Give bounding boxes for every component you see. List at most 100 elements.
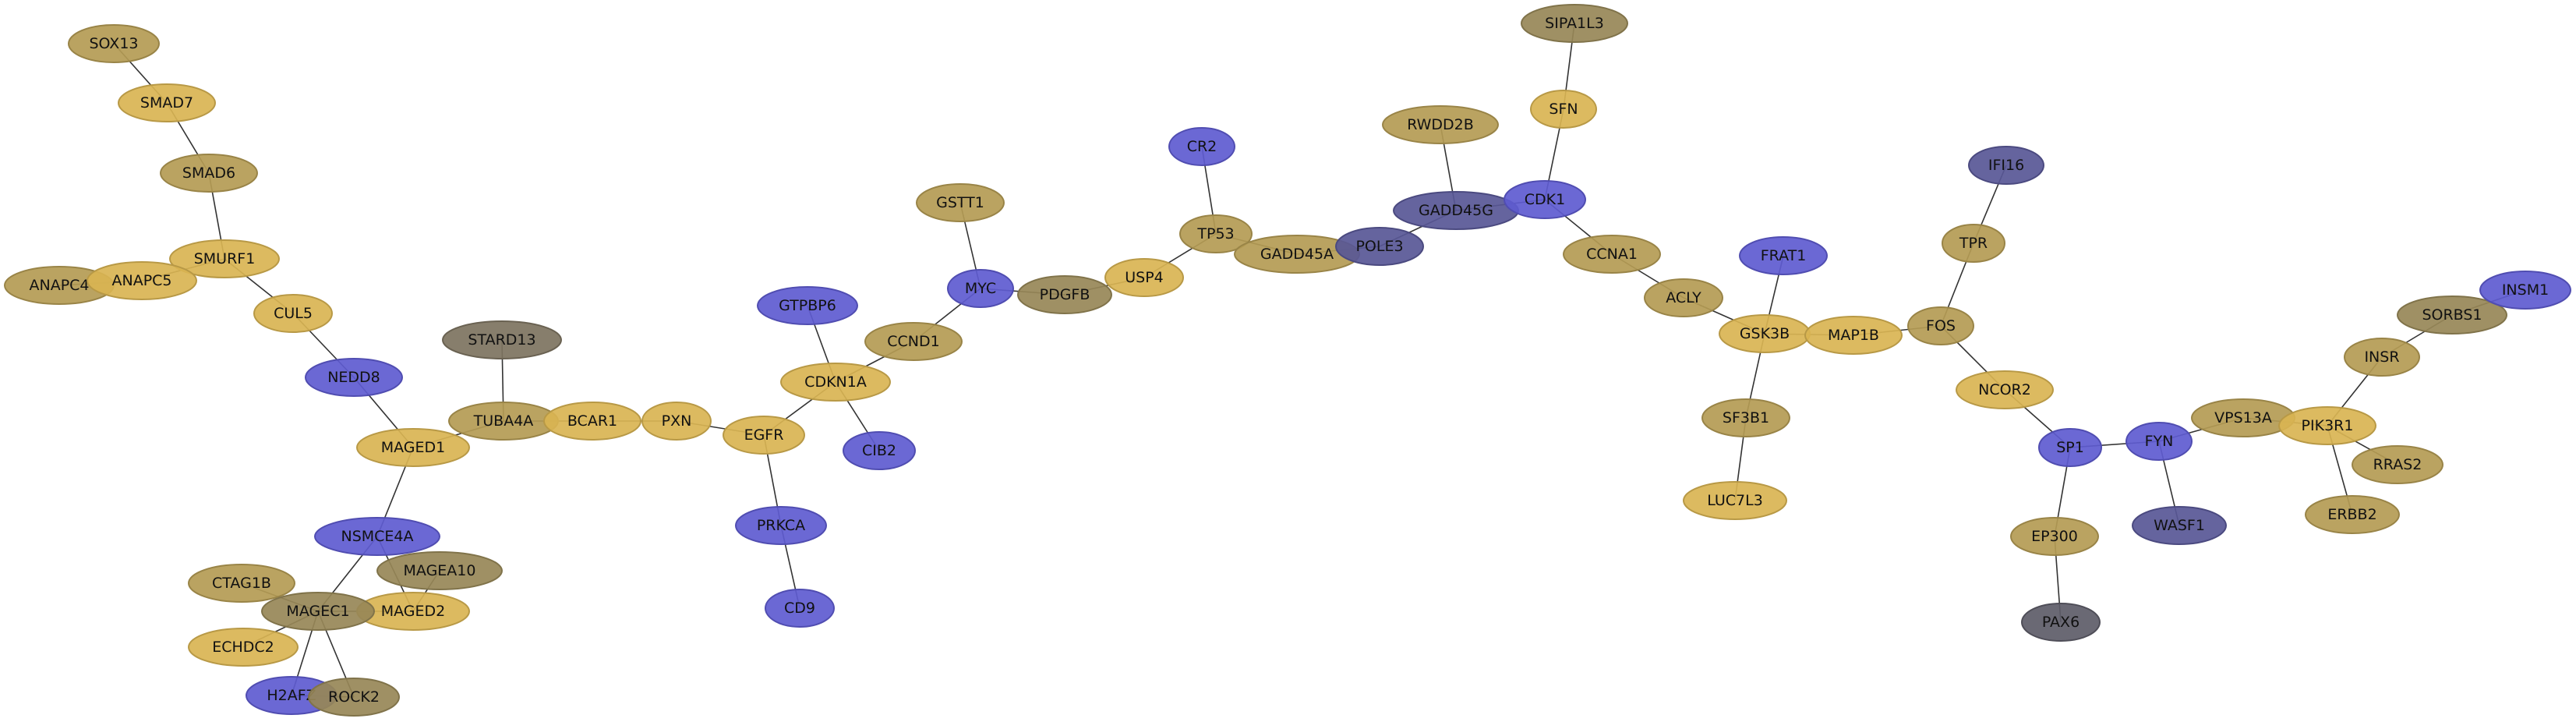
node-label: TUBA4A [473,412,534,430]
node-ifi16[interactable]: IFI16 [1968,146,2044,185]
node-sipa1l3[interactable]: SIPA1L3 [1521,4,1628,43]
node-rock2[interactable]: ROCK2 [308,678,400,717]
node-label: RRAS2 [2373,456,2422,473]
node-wasf1[interactable]: WASF1 [2132,506,2227,545]
node-label: MAP1B [1828,327,1879,344]
node-luc7l3[interactable]: LUC7L3 [1683,481,1787,520]
node-shape-cib2 [843,431,916,470]
node-rras2[interactable]: RRAS2 [2352,445,2443,484]
node-prkca[interactable]: PRKCA [735,506,827,545]
node-fyn[interactable]: FYN [2125,422,2193,461]
node-smad7[interactable]: SMAD7 [118,83,216,122]
node-pxn[interactable]: PXN [641,402,712,441]
node-cul5[interactable]: CUL5 [253,294,333,333]
node-pole3[interactable]: POLE3 [1335,227,1424,266]
node-label: SORBS1 [2422,306,2482,324]
node-rwdd2b[interactable]: RWDD2B [1382,105,1499,144]
node-ep300[interactable]: EP300 [2010,517,2099,556]
node-label: CDKN1A [804,373,867,391]
node-shape-maged1 [356,428,470,467]
node-label: SMAD6 [182,165,235,182]
node-sox13[interactable]: SOX13 [68,24,160,63]
node-shape-rock2 [308,678,400,717]
node-shape-magea10 [376,551,503,590]
node-pax6[interactable]: PAX6 [2021,603,2101,642]
node-label: MYC [965,280,996,297]
node-tp53[interactable]: TP53 [1179,214,1253,253]
node-myc[interactable]: MYC [947,269,1014,308]
node-anapc4[interactable]: ANAPC4 [4,266,115,305]
node-smurf1[interactable]: SMURF1 [169,239,280,278]
node-label: GADD45A [1260,246,1334,263]
node-pdgfb[interactable]: PDGFB [1017,275,1112,314]
node-label: CCND1 [887,333,939,350]
node-cr2[interactable]: CR2 [1168,127,1235,166]
node-gadd45g[interactable]: GADD45G [1393,191,1519,230]
node-ccnd1[interactable]: CCND1 [864,322,963,361]
node-sp1[interactable]: SP1 [2038,428,2102,467]
node-ctag1b[interactable]: CTAG1B [188,564,295,603]
node-tpr[interactable]: TPR [1942,224,2005,263]
node-ccna1[interactable]: CCNA1 [1563,235,1661,274]
node-maged1[interactable]: MAGED1 [356,428,470,467]
node-cdkn1a[interactable]: CDKN1A [780,363,891,402]
node-shape-smad7 [118,83,216,122]
node-gsk3b[interactable]: GSK3B [1719,314,1811,353]
node-label: H2AFZ [267,687,316,704]
node-insr[interactable]: INSR [2344,338,2420,377]
node-shape-ep300 [2010,517,2099,556]
node-sfn[interactable]: SFN [1530,90,1597,129]
node-map1b[interactable]: MAP1B [1804,316,1903,355]
node-nedd8[interactable]: NEDD8 [305,358,403,397]
node-shape-sf3b1 [1701,398,1790,437]
node-label: SFN [1549,101,1578,118]
node-bcar1[interactable]: BCAR1 [543,402,641,441]
node-stard13[interactable]: STARD13 [442,320,562,359]
node-shape-luc7l3 [1683,481,1787,520]
node-shape-sipa1l3 [1521,4,1628,43]
node-magec1[interactable]: MAGEC1 [261,592,375,631]
node-magea10[interactable]: MAGEA10 [376,551,503,590]
node-cdk1[interactable]: CDK1 [1504,180,1586,219]
node-erbb2[interactable]: ERBB2 [2305,495,2400,534]
node-vps13a[interactable]: VPS13A [2191,398,2295,437]
node-shape-ncor2 [1956,370,2054,409]
node-insm1[interactable]: INSM1 [2479,271,2571,310]
node-tuba4a[interactable]: TUBA4A [448,402,559,441]
node-shape-anapc5 [87,261,197,300]
node-shape-usp4 [1104,258,1184,297]
node-label: ECHDC2 [212,639,274,656]
node-ncor2[interactable]: NCOR2 [1956,370,2054,409]
node-label: EP300 [2031,528,2078,545]
node-acly[interactable]: ACLY [1644,278,1723,317]
node-gstt1[interactable]: GSTT1 [916,183,1005,222]
node-shape-rras2 [2352,445,2443,484]
node-shape-myc [947,269,1014,308]
node-sorbs1[interactable]: SORBS1 [2397,296,2507,334]
node-label: SIPA1L3 [1545,15,1604,32]
node-shape-prkca [735,506,827,545]
node-sf3b1[interactable]: SF3B1 [1701,398,1790,437]
node-cd9[interactable]: CD9 [765,589,835,628]
node-shape-cdkn1a [780,363,891,402]
node-pik3r1[interactable]: PIK3R1 [2278,406,2376,445]
node-shape-tp53 [1179,214,1253,253]
node-usp4[interactable]: USP4 [1104,258,1184,297]
node-fos[interactable]: FOS [1907,306,1974,345]
node-maged2[interactable]: MAGED2 [356,592,470,631]
node-shape-sorbs1 [2397,296,2507,334]
node-shape-pax6 [2021,603,2101,642]
node-anapc5[interactable]: ANAPC5 [87,261,197,300]
node-echdc2[interactable]: ECHDC2 [188,628,299,667]
node-smad6[interactable]: SMAD6 [160,154,258,193]
node-shape-cdk1 [1504,180,1586,219]
node-egfr[interactable]: EGFR [723,416,805,455]
node-label: PXN [662,412,692,430]
node-gtpbp6[interactable]: GTPBP6 [757,286,858,325]
node-nsmce4a[interactable]: NSMCE4A [314,517,440,556]
node-label: SP1 [2056,439,2084,456]
node-shape-acly [1644,278,1723,317]
node-label: MAGEC1 [286,603,349,620]
node-frat1[interactable]: FRAT1 [1739,236,1828,275]
node-cib2[interactable]: CIB2 [843,431,916,470]
